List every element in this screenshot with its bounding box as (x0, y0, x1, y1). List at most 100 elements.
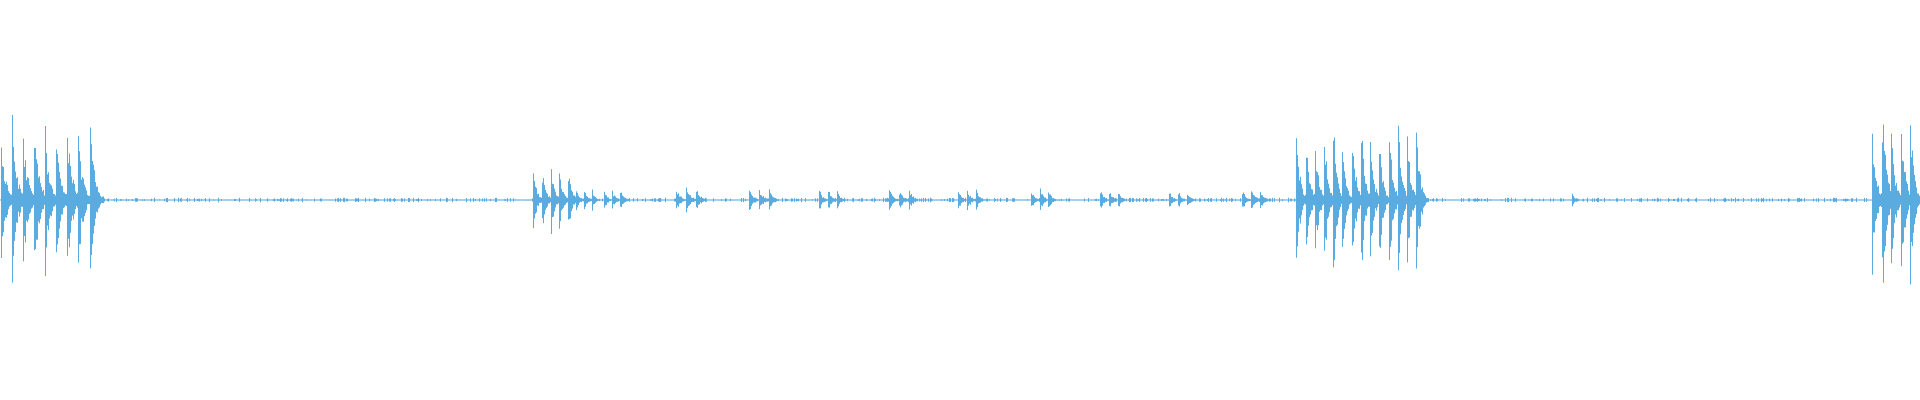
waveform-bar (19, 184, 20, 217)
waveform-bar (1745, 199, 1746, 201)
waveform-bar (1128, 199, 1129, 201)
waveform-bar (1209, 199, 1210, 201)
waveform-bar (269, 199, 270, 201)
waveform-bar (1608, 199, 1609, 201)
waveform-bar (1804, 198, 1805, 202)
waveform-bar (1853, 199, 1854, 201)
waveform-bar (1684, 199, 1685, 201)
waveform-bar (1521, 199, 1522, 201)
waveform-bar (168, 199, 169, 201)
waveform-bar (1201, 199, 1202, 201)
waveform-bar (1163, 198, 1164, 202)
waveform-bar (1305, 194, 1306, 205)
waveform-bar (431, 199, 432, 201)
waveform-bar (1215, 199, 1216, 201)
waveform-bar (937, 199, 938, 201)
waveform-bar (145, 199, 146, 201)
waveform-bar (1737, 199, 1738, 201)
waveform-bar (1573, 195, 1574, 205)
waveform-bar (1726, 199, 1727, 201)
waveform-bar (1911, 157, 1912, 243)
waveform-bar (248, 199, 249, 201)
waveform-bar (420, 199, 421, 201)
waveform-bar (1809, 199, 1810, 201)
waveform-bar (1339, 188, 1340, 210)
waveform-bar (1484, 199, 1485, 201)
waveform-bar (1590, 199, 1591, 201)
waveform-bar (793, 199, 794, 201)
waveform-bar (1439, 199, 1440, 201)
waveform-bar (531, 199, 532, 201)
waveform-bar (1380, 154, 1381, 248)
waveform-bar (735, 199, 736, 201)
waveform-bar (1162, 199, 1163, 201)
waveform-bar (814, 199, 815, 201)
waveform-bar (844, 197, 845, 203)
waveform-bar (1126, 198, 1127, 202)
waveform-bar (205, 198, 206, 202)
waveform-bar (6, 181, 7, 218)
waveform-bar (1082, 199, 1083, 201)
waveform-bar (1304, 195, 1305, 204)
waveform-bar (626, 198, 627, 202)
waveform-bar (909, 190, 910, 210)
waveform-bar (383, 199, 384, 201)
waveform-bar (614, 195, 615, 205)
waveform-bar (510, 198, 511, 202)
waveform-bar (1396, 191, 1397, 210)
waveform-bar (75, 191, 76, 210)
waveform-bar (1757, 199, 1758, 201)
waveform-bar (1862, 199, 1863, 201)
waveform-bar (1537, 199, 1538, 201)
waveform-bar (1607, 199, 1608, 201)
waveform-bar (1838, 199, 1839, 201)
waveform-bar (1224, 199, 1225, 201)
waveform-bar (1382, 182, 1383, 219)
waveform-bar (1104, 196, 1105, 203)
waveform-bar (1403, 184, 1404, 215)
waveform-bar (319, 199, 320, 201)
waveform-bar (1274, 198, 1275, 202)
waveform-bar (58, 162, 59, 239)
waveform-bar (1661, 199, 1662, 201)
waveform-bar (546, 192, 547, 208)
waveform-bar (1718, 199, 1719, 201)
waveform-bar (708, 199, 709, 201)
waveform-bar (1536, 199, 1537, 201)
waveform-bar (139, 199, 140, 201)
waveform-bar (1710, 197, 1711, 203)
waveform-bar (962, 197, 963, 203)
waveform-bar (1799, 197, 1800, 202)
waveform-bar (176, 199, 177, 201)
waveform-bar (1861, 199, 1862, 201)
waveform-bar (66, 193, 67, 206)
waveform-bar (407, 199, 408, 201)
waveform-bar (483, 199, 484, 201)
waveform-bar (888, 198, 889, 202)
waveform-bar (1207, 199, 1208, 201)
waveform-bar (1237, 199, 1238, 201)
waveform-bar (647, 199, 648, 201)
waveform-bar (1302, 188, 1303, 210)
waveform-bar (1865, 199, 1866, 201)
waveform-bar (27, 177, 28, 223)
waveform-bar (46, 152, 47, 248)
waveform-bar (687, 192, 688, 209)
waveform-bar (1852, 198, 1853, 202)
waveform-bar (1455, 199, 1456, 201)
waveform-bar (125, 199, 126, 201)
waveform-bar (1068, 198, 1069, 202)
waveform-bar (1565, 199, 1566, 201)
waveform-bar (1860, 199, 1861, 201)
waveform-bar (891, 193, 892, 206)
waveform-bar (1231, 198, 1232, 203)
waveform-bar (232, 199, 233, 201)
waveform-bar (1331, 193, 1332, 208)
waveform-bar (1133, 198, 1134, 202)
waveform-bar (1633, 199, 1634, 201)
waveform-bar (645, 198, 646, 202)
waveform-bar (776, 198, 777, 202)
waveform-bar (988, 199, 989, 201)
waveform-bar (451, 199, 452, 201)
waveform-bar (1787, 199, 1788, 201)
